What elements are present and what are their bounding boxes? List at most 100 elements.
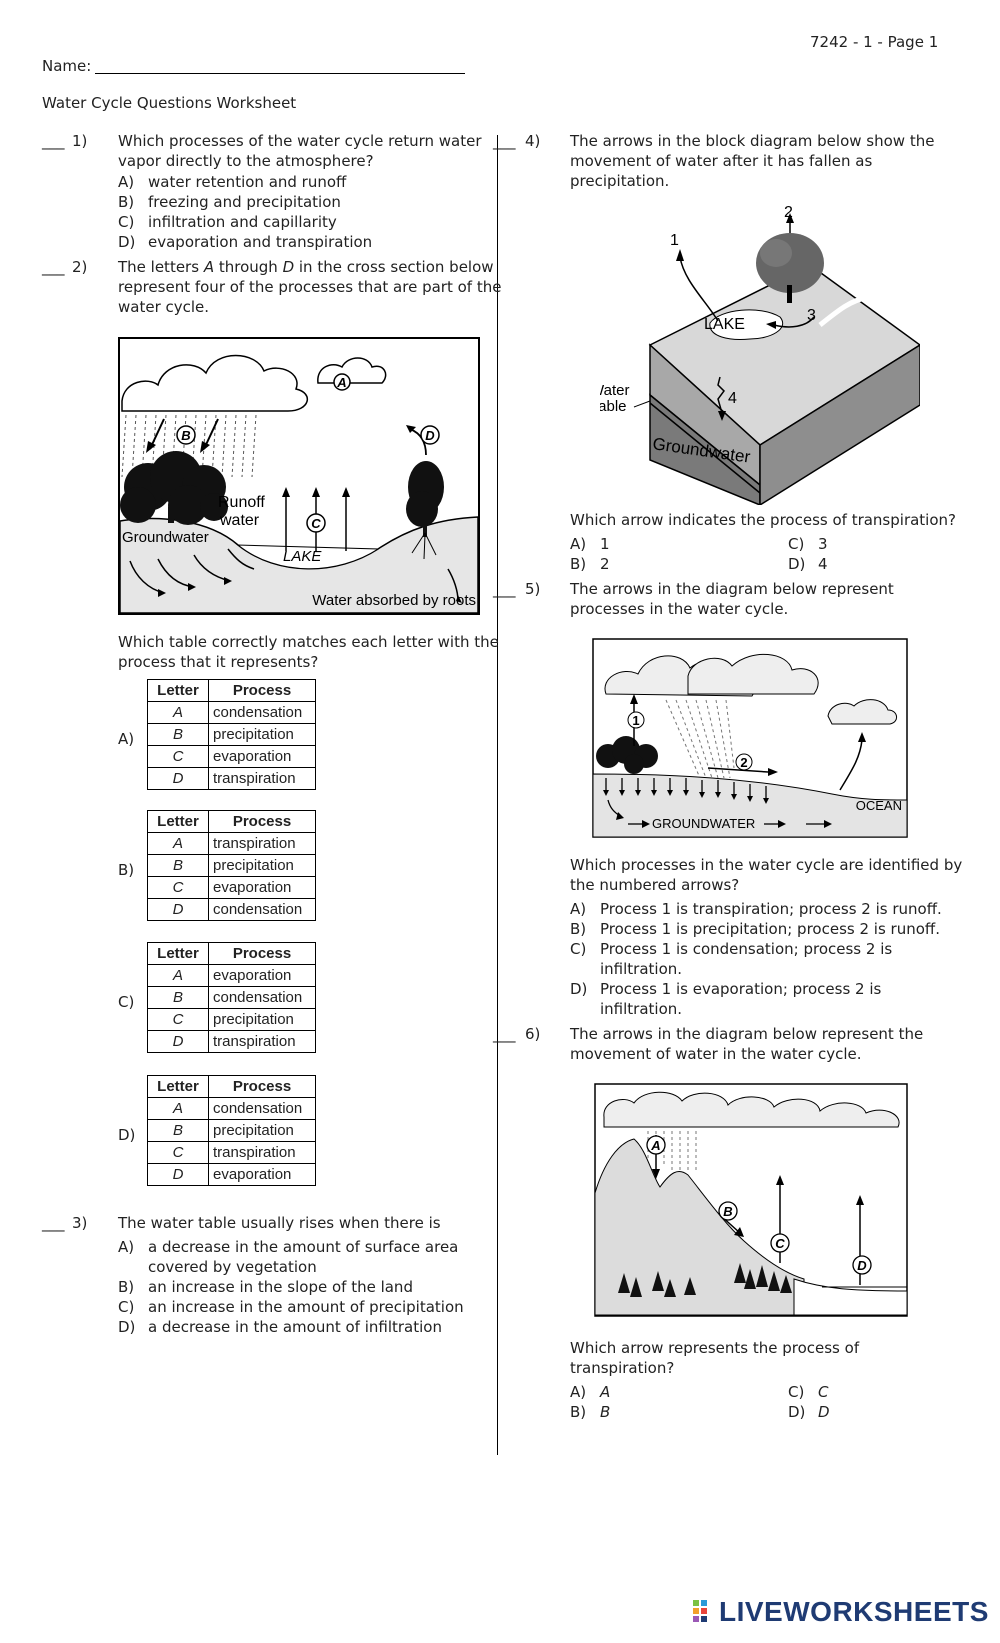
svg-text:D: D <box>425 428 435 443</box>
worksheet-title: Water Cycle Questions Worksheet <box>42 94 297 112</box>
option-d[interactable]: D)4 <box>788 555 828 573</box>
option-c[interactable]: C)infiltration and capillarity <box>118 213 337 231</box>
option-a[interactable]: A)A <box>570 1383 611 1401</box>
option-a[interactable]: A)a decrease in the amount of surface ar… <box>118 1238 459 1256</box>
svg-text:Runoff: Runoff <box>218 494 265 511</box>
question-text: The water table usually rises when there… <box>118 1214 441 1232</box>
water-cycle-arrows-diagram: 1 2 GROUNDWATER OCEAN <box>592 638 908 838</box>
question-number: 6) <box>525 1025 541 1043</box>
option-d[interactable]: D)Process 1 is evaporation; process 2 is <box>570 980 882 998</box>
option-d[interactable]: D)D <box>788 1403 830 1421</box>
svg-text:C: C <box>775 1236 785 1251</box>
name-field[interactable] <box>95 73 465 74</box>
question-text: The letters A through D in the cross sec… <box>118 258 502 316</box>
answer-blank-2[interactable]: ___ <box>42 258 65 276</box>
option-d[interactable]: D)a decrease in the amount of infiltrati… <box>118 1318 442 1336</box>
header-letter: Letter <box>147 942 209 965</box>
question-text: Which processes of the water cycle retur… <box>118 132 482 170</box>
page-id: 7242 - 1 - Page 1 <box>810 33 939 51</box>
svg-text:1: 1 <box>632 713 639 728</box>
option-b[interactable]: B)B <box>570 1403 611 1421</box>
options: A)Process 1 is transpiration; process 2 … <box>570 899 942 1019</box>
question-number: 5) <box>525 580 541 598</box>
svg-text:OCEAN: OCEAN <box>856 798 902 813</box>
option-a[interactable]: A)Process 1 is transpiration; process 2 … <box>570 900 942 918</box>
option-b[interactable]: B)2 <box>570 555 610 573</box>
svg-text:A: A <box>336 375 346 390</box>
column-divider <box>497 135 498 1455</box>
option-d-cont: infiltration. <box>600 1000 683 1018</box>
svg-text:A: A <box>650 1138 660 1153</box>
question-number: 1) <box>72 132 88 150</box>
answer-blank-4[interactable]: ___ <box>493 132 516 150</box>
svg-text:GROUNDWATER: GROUNDWATER <box>652 816 755 831</box>
header-letter: Letter <box>147 1075 209 1098</box>
svg-text:B: B <box>723 1204 732 1219</box>
question-prompt: Which arrow indicates the process of tra… <box>570 511 956 529</box>
option-c[interactable]: C)C <box>788 1383 829 1401</box>
answer-blank-5[interactable]: ___ <box>493 580 516 598</box>
svg-text:3: 3 <box>807 307 816 324</box>
option-a[interactable]: A)1 <box>570 535 610 553</box>
svg-text:D: D <box>857 1258 867 1273</box>
svg-text:1: 1 <box>670 232 679 249</box>
svg-text:Water: Water <box>600 382 629 399</box>
water-cycle-cross-section: A B D C Runoff water Groundwater LAKE Wa… <box>118 337 480 615</box>
option-b[interactable]: B)an increase in the slope of the land <box>118 1278 413 1296</box>
option-b[interactable]: B)freezing and precipitation <box>118 193 341 211</box>
header-process: Process <box>208 942 316 965</box>
header-process: Process <box>208 810 316 833</box>
question-prompt: Which table correctly matches each lette… <box>118 633 499 671</box>
option-c[interactable]: C)an increase in the amount of precipita… <box>118 1298 464 1316</box>
header-letter: Letter <box>147 810 209 833</box>
option-b-label: B) <box>118 861 135 879</box>
option-c[interactable]: C)Process 1 is condensation; process 2 i… <box>570 940 893 958</box>
logo-icon <box>693 1600 707 1622</box>
question-text: The arrows in the diagram below represen… <box>570 1025 924 1063</box>
svg-text:B: B <box>181 428 190 443</box>
option-a-label: A) <box>118 730 135 748</box>
option-c-label: C) <box>118 993 135 1011</box>
svg-text:LAKE: LAKE <box>283 548 322 565</box>
svg-text:2: 2 <box>740 755 747 770</box>
answer-blank-1[interactable]: ___ <box>42 132 65 150</box>
option-c[interactable]: C)3 <box>788 535 828 553</box>
options: A)a decrease in the amount of surface ar… <box>118 1237 464 1337</box>
answer-blank-3[interactable]: ___ <box>42 1214 65 1232</box>
block-diagram: 1 2 3 4 LAKE Water table Groundwater <box>600 205 920 505</box>
option-a-cont: covered by vegetation <box>148 1258 317 1276</box>
answer-blank-6[interactable]: ___ <box>493 1025 516 1043</box>
question-number: 3) <box>72 1214 88 1232</box>
options: A)water retention and runoff B)freezing … <box>118 172 372 252</box>
liveworksheets-logo[interactable]: LIVEWORKSHEETS <box>693 1596 989 1628</box>
option-d[interactable]: D)evaporation and transpiration <box>118 233 373 251</box>
svg-text:Water absorbed by roots: Water absorbed by roots <box>312 592 476 609</box>
question-text: The arrows in the block diagram below sh… <box>570 132 935 190</box>
option-a[interactable]: A)water retention and runoff <box>118 173 347 191</box>
header-letter: Letter <box>147 679 209 702</box>
svg-text:4: 4 <box>728 390 737 407</box>
option-c-cont: infiltration. <box>600 960 683 978</box>
header-process: Process <box>208 679 316 702</box>
option-b[interactable]: B)Process 1 is precipitation; process 2 … <box>570 920 940 938</box>
